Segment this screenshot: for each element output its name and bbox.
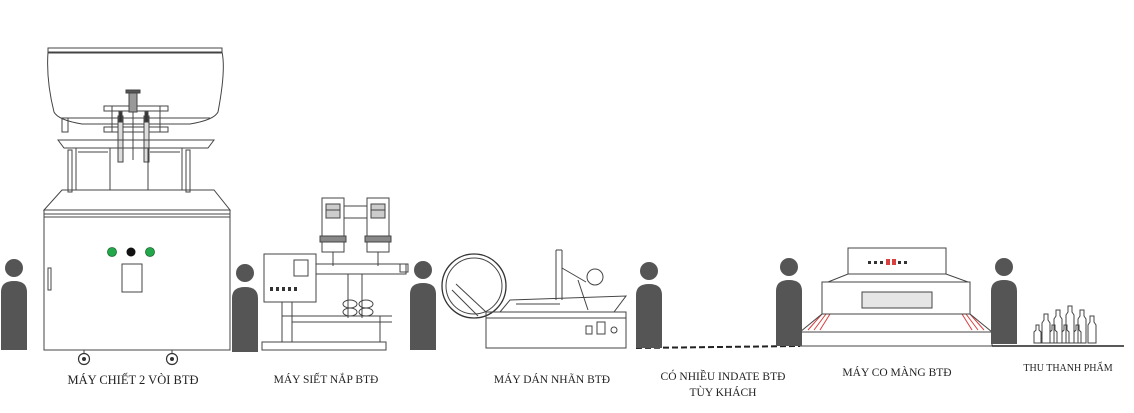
operator-icon — [410, 261, 436, 350]
shrink-window — [861, 291, 933, 309]
shrink-tunnel — [798, 247, 994, 347]
labeler-base — [485, 311, 627, 349]
inkjet-conveyor — [635, 345, 801, 349]
filler-control-panel — [121, 263, 143, 293]
capper-control-box — [263, 253, 317, 303]
indicator-green-right — [145, 247, 155, 257]
capping-machine — [261, 197, 409, 351]
label-inkjet-line1: CÓ NHIỀU INDATE BTĐ — [660, 371, 786, 383]
operator-icon — [1, 259, 27, 350]
shrink-top-box — [847, 247, 947, 275]
labeling-machine — [441, 249, 628, 349]
operator-icon — [232, 264, 258, 352]
filler-cabinet — [43, 216, 231, 351]
indicator-green-left — [107, 247, 117, 257]
operator-icon — [776, 258, 802, 346]
filler-hopper-rim — [47, 47, 223, 54]
label-capper: MÁY SIẾT NẮP BTĐ — [273, 374, 379, 386]
indicator-black — [126, 247, 136, 257]
caster-wheel-icon — [165, 350, 179, 366]
label-roll — [441, 253, 507, 319]
label-labeler: MÁY DÁN NHÃN BTĐ — [493, 374, 611, 386]
filling-machine — [42, 47, 232, 366]
label-collect: THU THANH PHẨM — [1023, 363, 1113, 374]
label-filler: MÁY CHIẾT 2 VÒI BTĐ — [67, 373, 199, 387]
filler-hopper — [47, 51, 224, 125]
label-shrink: MÁY CO MÀNG BTĐ — [842, 367, 952, 379]
bottle-icon — [1033, 305, 1097, 344]
operator-icon — [636, 262, 662, 348]
caster-wheel-icon — [77, 350, 91, 366]
label-inkjet-line2: TÙY KHÁCH — [689, 387, 757, 399]
operator-icon — [991, 258, 1017, 344]
